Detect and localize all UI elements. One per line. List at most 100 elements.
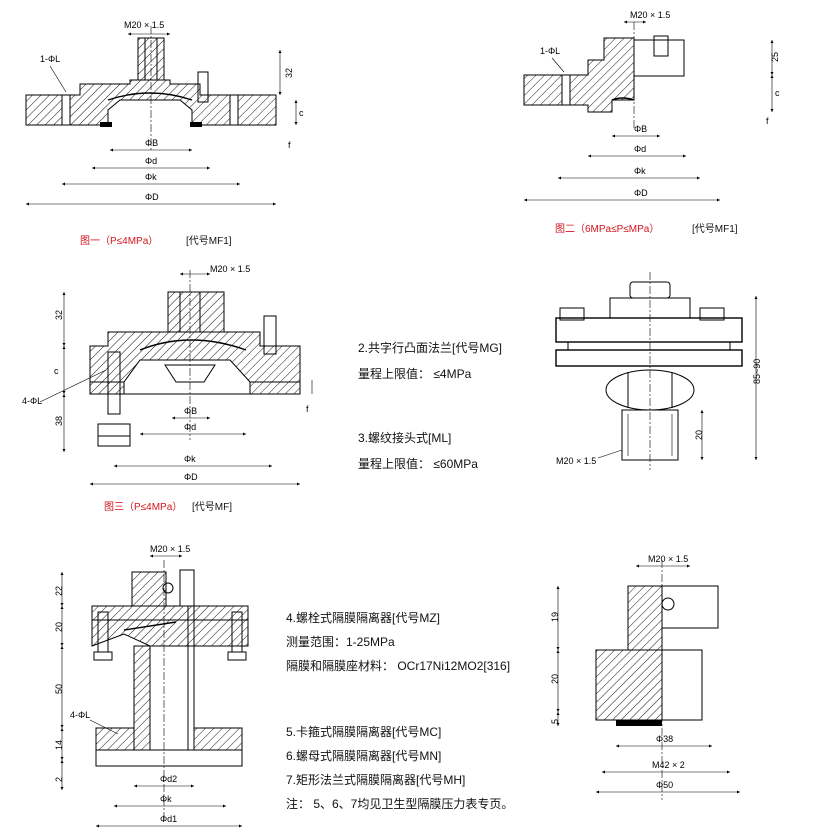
fig3-flange-lower xyxy=(89,381,301,395)
mn-dim-19: 19 xyxy=(550,612,560,622)
fig1-dim-32: 32 xyxy=(284,68,294,78)
fig2-hole-label: 1-ΦL xyxy=(540,46,560,56)
fig3-caption: 图三（P≤4MPa） xyxy=(104,501,182,513)
mn-phi38: Φ38 xyxy=(656,734,673,744)
ml-bolt-head-right xyxy=(699,307,725,321)
ml-bolt-head-left xyxy=(559,307,585,321)
fig1-gasket-right xyxy=(190,122,202,127)
figure-2: M20 × 1.5 1-ΦL 25 c f ΦB Φd Φk ΦD 图二（6MP… xyxy=(523,10,780,235)
fig2-phiB: ΦB xyxy=(634,124,647,134)
mn-nut-left xyxy=(595,649,663,721)
fig3-fitting xyxy=(167,291,225,333)
fig4-diaphragm xyxy=(123,621,177,631)
fig4-phid1: Φd1 xyxy=(160,814,177,824)
fig3-nut-top xyxy=(97,423,131,437)
spec-item4: 4.螺栓式隔膜隔离器[代号MZ] xyxy=(286,610,440,625)
fig3-dim-c: c xyxy=(54,366,59,376)
fig4-port xyxy=(162,582,174,594)
spec-item3-range: 量程上限值： ≤60MPa xyxy=(358,456,478,471)
fig4-hole-leader xyxy=(89,719,119,735)
fig4-nut-left xyxy=(93,651,113,661)
figure-1: M20 × 1.5 1-ΦL 32 c f ΦB Φd Φk ΦD 图一（P≤4… xyxy=(25,20,304,247)
mn-dim-20: 20 xyxy=(550,674,560,684)
figure-3: M20 × 1.5 32 c 38 4-ΦL f ΦB Φd Φk ΦD 图三（… xyxy=(22,264,313,513)
fig1-vent-screw xyxy=(197,71,209,103)
fig2-cap xyxy=(633,39,685,77)
fig2-thread-label: M20 × 1.5 xyxy=(630,10,670,20)
fig3-vent-screw xyxy=(263,315,277,355)
fig4-dim-20: 20 xyxy=(54,622,64,632)
fig4-vent xyxy=(179,569,195,607)
fig1-dim-f: f xyxy=(288,140,291,150)
fig3-flange-upper xyxy=(89,331,301,383)
fig1-thread-label: M20 × 1.5 xyxy=(124,20,164,30)
middle-spec-text: 2.共字行凸面法兰[代号MG] 量程上限值： ≤4MPa 3.螺纹接头式[ML]… xyxy=(358,340,502,471)
fig2-vent xyxy=(653,35,669,57)
fig4-fitting xyxy=(131,571,167,607)
fig2-phid: Φd xyxy=(634,144,646,154)
fig3-phiD: ΦD xyxy=(184,472,198,482)
fig3-diaphragm xyxy=(139,339,247,351)
fig1-caption: 图一（P≤4MPa） xyxy=(80,235,158,247)
spec-item7: 7.矩形法兰式隔膜隔离器[代号MH] xyxy=(286,772,465,787)
spec-item2: 2.共字行凸面法兰[代号MG] xyxy=(358,340,502,355)
fig2-body xyxy=(569,37,635,113)
fig4-base-plate xyxy=(95,749,243,767)
fig4-nut-right xyxy=(227,651,247,661)
spec-item2-range: 量程上限值： ≤4MPa xyxy=(358,366,472,381)
ml-lower-flange xyxy=(555,349,743,367)
fig2-diaphragm xyxy=(611,97,635,101)
fig3-cone xyxy=(164,364,216,383)
fig1-gasket-left xyxy=(100,122,112,127)
mn-upper-body-left xyxy=(627,585,663,651)
fig1-bolt-hole-left xyxy=(61,94,71,126)
figure-mn: M20 × 1.5 19 20 5 Φ38 M42 × 2 Φ50 xyxy=(550,554,740,800)
mn-thread-label: M20 × 1.5 xyxy=(648,554,688,564)
mn-m42: M42 × 2 xyxy=(652,760,685,770)
fig3-phik: Φk xyxy=(184,454,196,464)
fig3-dim-32: 32 xyxy=(54,310,64,320)
fig3-dim-38: 38 xyxy=(54,416,64,426)
fig2-dim-f: f xyxy=(766,116,769,126)
fig1-flange-left xyxy=(25,94,63,126)
fig4-dim-2: 2 xyxy=(54,777,64,782)
fig1-phiD: ΦD xyxy=(145,192,159,202)
fig4-stem-left xyxy=(133,645,151,751)
fig3-caption-code: [代号MF] xyxy=(192,501,232,513)
fig1-phiB: ΦB xyxy=(145,138,158,148)
fig1-diaphragm xyxy=(107,92,193,101)
spec-item4-material: 隔膜和隔膜座材料： OCr17Ni12MO2[316] xyxy=(286,658,510,673)
mn-fitting xyxy=(661,585,719,629)
mn-diaphragm xyxy=(616,720,662,726)
fig4-thread-label: M20 × 1.5 xyxy=(150,544,190,554)
mn-port xyxy=(661,597,675,611)
fig2-hole-leader xyxy=(551,57,565,73)
spec-item6: 6.螺母式隔膜隔离器[代号MN] xyxy=(286,748,441,763)
fig3-phid: Φd xyxy=(184,422,196,432)
fig2-phik: Φk xyxy=(634,166,646,176)
fig4-phik: Φk xyxy=(160,794,172,804)
fig1-caption-code: [代号MF1] xyxy=(186,235,232,247)
fig3-hole-leader xyxy=(39,369,107,403)
ml-thread-label: M20 × 1.5 xyxy=(556,456,596,466)
fig4-lower-plate xyxy=(91,619,249,647)
fig4-dim-14: 14 xyxy=(54,740,64,750)
fig4-base-flange-right xyxy=(193,727,243,751)
ml-middle-plate xyxy=(567,341,731,351)
fig4-upper-plate xyxy=(91,605,249,621)
fig4-base-flange-left xyxy=(95,727,135,751)
ml-thread-leader xyxy=(597,449,623,459)
figure-4: M20 × 1.5 22 20 50 14 2 4-ΦL Φd2 Φk Φd1 xyxy=(54,544,249,828)
fig2-bolt-hole xyxy=(561,74,571,106)
fig1-hole-label: 1-ΦL xyxy=(40,54,60,64)
fig1-flange-right xyxy=(237,94,277,126)
fig2-dim-c: c xyxy=(775,88,780,98)
mn-dim-5: 5 xyxy=(550,719,560,724)
mn-phi50: Φ50 xyxy=(656,780,673,790)
fig4-dim-22: 22 xyxy=(54,586,64,596)
fig3-dim-f: f xyxy=(306,404,309,414)
spec-note: 注： 5、6、7均见卫生型隔膜压力表专页。 xyxy=(286,796,513,811)
ml-upper-flange xyxy=(555,317,743,343)
